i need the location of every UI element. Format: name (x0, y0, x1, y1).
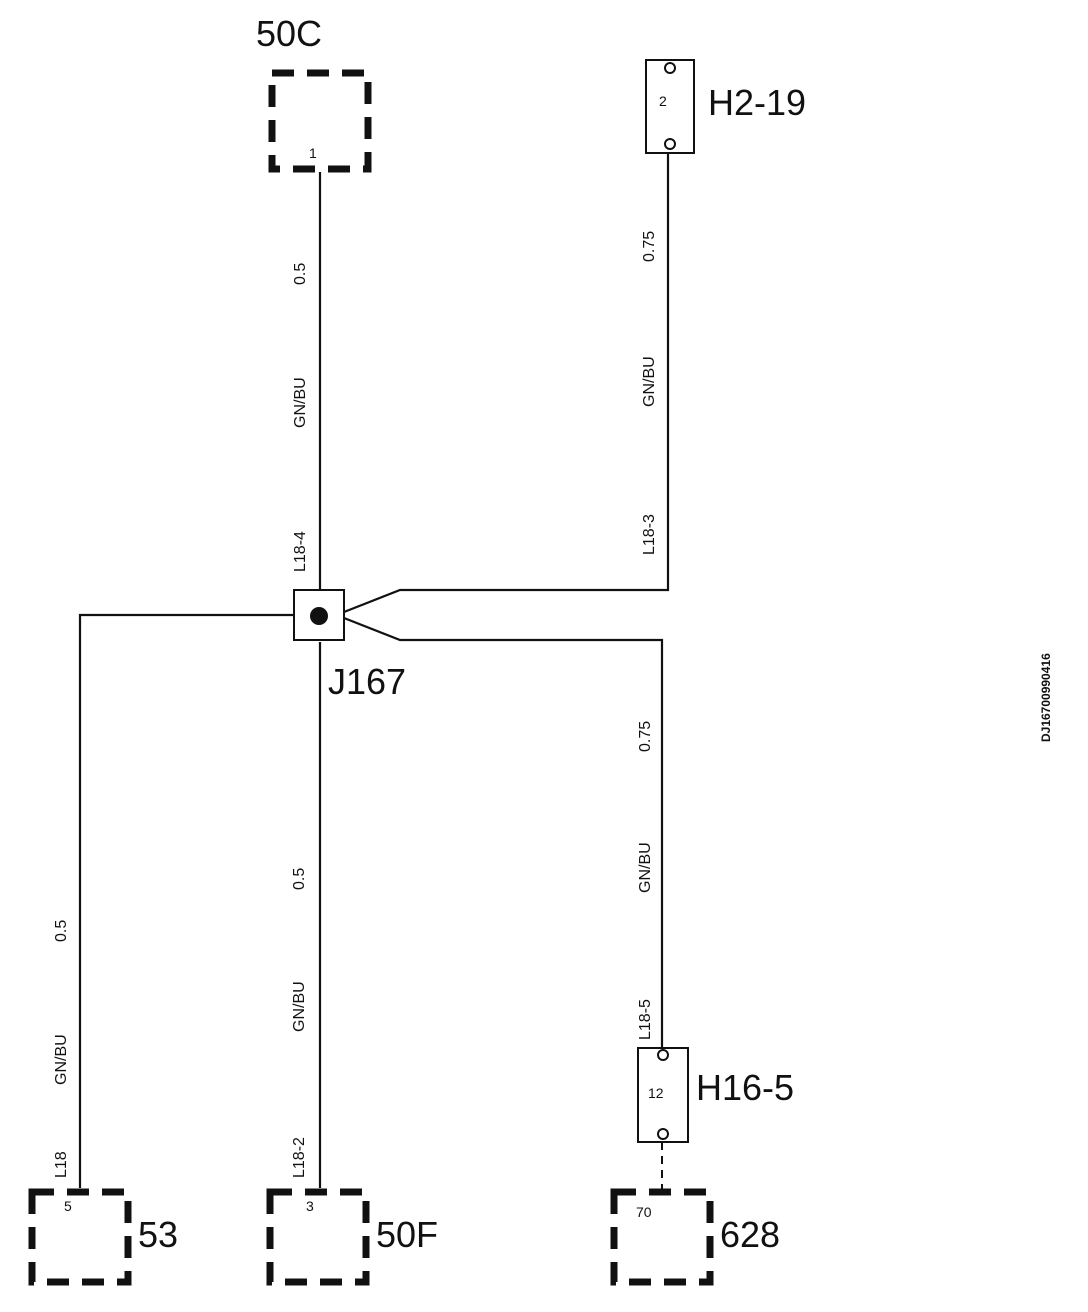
wire-h16-5-color: GN/BU (637, 842, 654, 893)
connector-53[interactable]: 5 53 (28, 1188, 178, 1286)
connector-628-outline (610, 1188, 714, 1286)
wire-53-id: L18 (53, 1151, 70, 1178)
wire-50c-id: L18-4 (292, 531, 309, 572)
wire-53-size: 0.5 (53, 920, 70, 942)
wire-50f-id: L18-2 (291, 1137, 308, 1178)
connector-50c[interactable]: 50C 1 (256, 13, 372, 173)
connector-628-pin: 70 (636, 1204, 652, 1220)
connector-h2-19-pin: 2 (659, 93, 667, 109)
wire-50c-size: 0.5 (292, 263, 309, 285)
wire-h2-19-id: L18-3 (641, 514, 658, 555)
wire-h16-5-id: L18-5 (637, 999, 654, 1040)
splice-j167[interactable]: J167 (293, 589, 406, 702)
connector-h2-19[interactable]: 2 H2-19 (645, 59, 806, 154)
connector-h2-19-body (645, 59, 695, 154)
connector-628-label: 628 (720, 1214, 780, 1255)
document-id: DJ16700990416 (1039, 653, 1053, 742)
connector-h16-5-label: H16-5 (696, 1067, 794, 1108)
connector-h16-5-pin: 12 (648, 1085, 664, 1101)
connector-628[interactable]: 70 628 (610, 1188, 780, 1286)
connector-h16-5[interactable]: 12 H16-5 (637, 1047, 794, 1143)
connector-50c-outline (268, 69, 372, 173)
connector-53-outline (28, 1188, 132, 1286)
connector-50f-pin: 3 (306, 1198, 314, 1214)
wire-j167-h16-5[interactable] (343, 616, 664, 1050)
wire-h2-19-size: 0.75 (641, 231, 658, 262)
connector-50f-label: 50F (376, 1214, 438, 1255)
wire-j167-53[interactable] (78, 613, 294, 1188)
connector-50f[interactable]: 3 50F (266, 1188, 438, 1286)
wire-h16-5-size: 0.75 (637, 721, 654, 752)
wire-53-color: GN/BU (53, 1034, 70, 1085)
wire-50f-color: GN/BU (291, 981, 308, 1032)
wire-j167-h2-19[interactable] (343, 152, 670, 614)
connector-50f-outline (266, 1188, 370, 1286)
connector-h16-5-body (637, 1047, 689, 1143)
connector-50c-pin: 1 (309, 145, 317, 161)
connector-h2-19-pin-top (664, 62, 676, 74)
connector-h2-19-pin-bottom (664, 138, 676, 150)
connector-h16-5-pin-top (657, 1049, 669, 1061)
splice-j167-label: J167 (328, 661, 406, 702)
splice-j167-dot (310, 607, 328, 625)
connector-50c-label: 50C (256, 13, 322, 54)
wire-50f-size: 0.5 (291, 868, 308, 890)
connector-h2-19-label: H2-19 (708, 82, 806, 123)
connector-h16-5-pin-bottom (657, 1128, 669, 1140)
wire-h2-19-color: GN/BU (641, 356, 658, 407)
connector-53-label: 53 (138, 1214, 178, 1255)
wire-50c-color: GN/BU (292, 377, 309, 428)
connector-53-pin: 5 (64, 1198, 72, 1214)
